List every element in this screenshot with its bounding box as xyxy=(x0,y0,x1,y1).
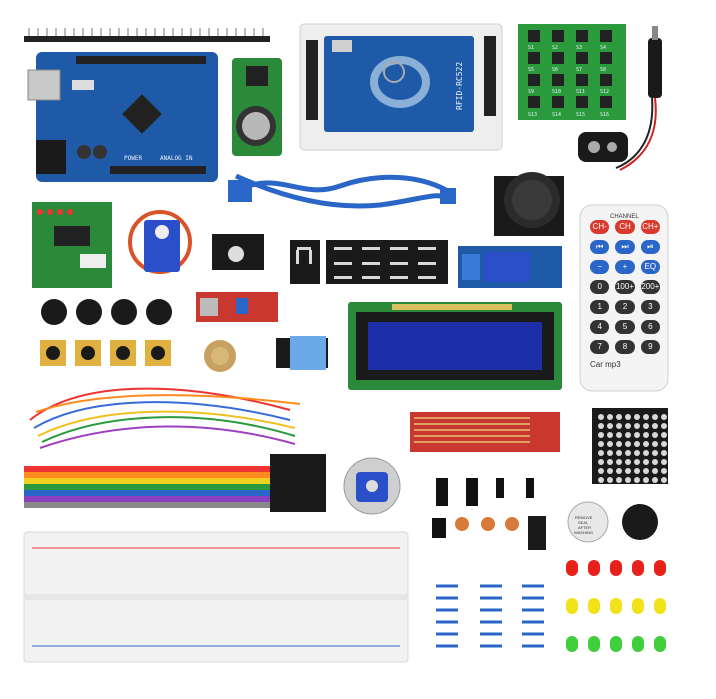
remote-btn-200[interactable]: 200+ xyxy=(640,280,660,294)
remote-btn-2[interactable]: 2 xyxy=(615,300,635,314)
buzzer-sticker-line3: AFTER xyxy=(578,525,591,530)
rfid-label: RFID-RC522 xyxy=(455,62,464,110)
resistors xyxy=(436,584,544,648)
remote-btn-eq[interactable]: EQ xyxy=(640,260,660,274)
shift-register-ic xyxy=(528,516,546,550)
remote-btn-0[interactable]: 0 xyxy=(590,280,610,294)
usb-cable xyxy=(228,173,456,209)
transistors xyxy=(432,478,534,538)
keypad-4x4: S1 S2 S3 S4 S5 S6 S7 S8 S9 S10 S11 S12 S… xyxy=(518,24,626,120)
remote-buttons: CH- CH CH+ ⏮ ⏭ ⏯ − + EQ 0 100+ 200+ 1 2 … xyxy=(590,220,660,369)
uno-power-label: POWER xyxy=(124,155,142,162)
water-sensor xyxy=(410,412,560,452)
rtc-module xyxy=(232,58,282,156)
key-s13: S13 xyxy=(528,112,537,118)
buzzer-sticker-line1: REMOVE xyxy=(575,515,593,520)
photoresistors xyxy=(455,517,519,531)
key-s10: S10 xyxy=(552,89,561,95)
buzzer-sticker-line4: WASHING xyxy=(574,530,593,535)
remote-btn-plus[interactable]: + xyxy=(615,260,635,274)
dc-jack xyxy=(615,26,662,171)
remote-btn-ch[interactable]: CH xyxy=(615,220,635,234)
sound-sensor xyxy=(196,292,278,322)
remote-btn-ch-minus[interactable]: CH- xyxy=(590,220,610,234)
lcd1602 xyxy=(348,302,562,390)
key-s6: S6 xyxy=(552,67,558,73)
key-s12: S12 xyxy=(600,89,609,95)
battery-clip xyxy=(578,132,628,162)
led-matrix xyxy=(592,408,668,484)
uno-board: POWER ANALOG IN xyxy=(27,52,218,182)
relay-module xyxy=(458,246,562,288)
breadboard xyxy=(23,531,409,663)
key-s8: S8 xyxy=(600,67,606,73)
push-buttons xyxy=(40,299,172,366)
remote-brand: Car mp3 xyxy=(590,360,621,369)
stepper-motor xyxy=(343,457,401,515)
remote-btn-ch-plus[interactable]: CH+ xyxy=(640,220,660,234)
dht11 xyxy=(276,336,328,370)
key-s15: S15 xyxy=(576,112,585,118)
stepper-driver xyxy=(32,202,112,288)
seven-seg-4digit xyxy=(326,240,448,284)
remote-btn-3[interactable]: 3 xyxy=(640,300,660,314)
remote-btn-7[interactable]: 7 xyxy=(590,340,610,354)
potentiometer xyxy=(204,340,236,372)
joystick xyxy=(494,172,564,236)
remote-header: CHANNEL xyxy=(610,214,639,220)
buzzer: REMOVE SEAL AFTER WASHING xyxy=(567,501,658,543)
remote-btn-5[interactable]: 5 xyxy=(615,320,635,334)
remote-btn-9[interactable]: 9 xyxy=(640,340,660,354)
ribbon-cable xyxy=(24,454,326,512)
buzzer-sticker-line2: SEAL xyxy=(578,520,589,525)
remote-btn-8[interactable]: 8 xyxy=(615,340,635,354)
key-s16: S16 xyxy=(600,112,609,118)
remote-btn-6[interactable]: 6 xyxy=(640,320,660,334)
uno-analog-label: ANALOG IN xyxy=(160,155,193,162)
key-s2: S2 xyxy=(552,45,558,51)
remote-btn-minus[interactable]: − xyxy=(590,260,610,274)
rfid-module: RFID-RC522 xyxy=(299,23,503,151)
key-s9: S9 xyxy=(528,89,534,95)
remote-btn-4[interactable]: 4 xyxy=(590,320,610,334)
remote-btn-100[interactable]: 100+ xyxy=(615,280,635,294)
remote-btn-play[interactable]: ⏯ xyxy=(640,240,660,254)
ir-receiver-module xyxy=(212,234,264,270)
seven-seg-1digit xyxy=(290,240,320,284)
key-s7: S7 xyxy=(576,67,582,73)
key-s3: S3 xyxy=(576,45,582,51)
leds xyxy=(566,560,666,652)
key-s4: S4 xyxy=(600,45,606,51)
remote-btn-prev[interactable]: ⏮ xyxy=(590,240,610,254)
servo xyxy=(128,210,192,274)
key-s1: S1 xyxy=(528,45,534,51)
pin-header xyxy=(24,28,270,42)
key-s11: S11 xyxy=(576,89,585,95)
jumper-wires xyxy=(29,387,301,449)
key-s5: S5 xyxy=(528,67,534,73)
remote-btn-1[interactable]: 1 xyxy=(590,300,610,314)
remote-btn-next[interactable]: ⏭ xyxy=(615,240,635,254)
key-s14: S14 xyxy=(552,112,561,118)
